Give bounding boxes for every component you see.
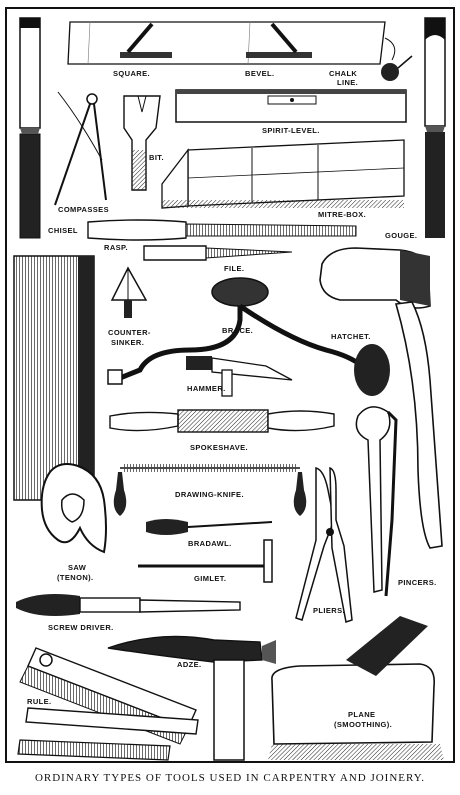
file-illustration <box>143 245 293 261</box>
plane-label-2: (SMOOTHING). <box>334 720 393 729</box>
spirit-level-label: SPIRIT-LEVEL. <box>262 126 320 135</box>
pincers-label: PINCERS. <box>398 578 437 587</box>
brace-illustration <box>107 277 390 396</box>
gouge-illustration <box>424 17 446 238</box>
gouge-label: GOUGE. <box>385 231 418 240</box>
countersinker-label-2: SINKER. <box>111 338 145 347</box>
rule-illustration <box>17 647 199 761</box>
rule-label: RULE. <box>27 697 52 706</box>
hammer-illustration <box>186 356 293 397</box>
file-label: FILE. <box>224 264 245 273</box>
compasses-illustration <box>54 91 107 206</box>
bit-label: BIT. <box>149 153 164 162</box>
plate-caption: ORDINARY TYPES OF TOOLS USED IN CARPENTR… <box>34 772 426 784</box>
gimlet-illustration <box>138 539 273 583</box>
countersinker-label-1: COUNTER- <box>108 328 151 337</box>
countersinker-illustration <box>110 266 148 318</box>
mitre-box-illustration <box>161 139 405 209</box>
plane-illustration <box>268 616 444 760</box>
drawing-knife-label: DRAWING-KNIFE. <box>175 490 244 499</box>
bradawl-label: BRADAWL. <box>188 539 232 548</box>
plane-label-1: PLANE <box>348 710 376 719</box>
screw-driver-label: SCREW DRIVER. <box>48 623 114 632</box>
screw-driver-illustration <box>16 594 241 616</box>
spirit-level-illustration <box>175 89 407 123</box>
compasses-label: COMPASSES <box>58 205 109 214</box>
hammer-label: HAMMER. <box>187 384 226 393</box>
spokeshave-label: SPOKESHAVE. <box>190 443 249 452</box>
chalk-line-label-2: LINE. <box>337 78 359 87</box>
saw-illustration <box>13 255 107 554</box>
chisel-illustration <box>19 17 41 239</box>
rasp-label: RASP. <box>104 243 128 252</box>
square-bevel-board <box>67 21 413 81</box>
adze-illustration <box>107 635 276 761</box>
plate-border <box>5 7 455 763</box>
mitre-box-label: MITRE-BOX. <box>318 210 367 219</box>
brace-label: BRACE. <box>222 326 254 335</box>
drawing-knife-illustration <box>113 464 307 516</box>
bradawl-illustration <box>146 519 273 535</box>
gimlet-label: GIMLET. <box>194 574 227 583</box>
saw-label-1: SAW <box>68 563 87 572</box>
spokeshave-illustration <box>109 409 335 433</box>
adze-label: ADZE. <box>177 660 202 669</box>
pliers-illustration <box>295 466 353 623</box>
chisel-label: CHISEL <box>48 226 78 235</box>
bevel-label: BEVEL. <box>245 69 275 78</box>
hatchet-illustration <box>319 247 443 549</box>
pliers-label: PLIERS. <box>313 606 345 615</box>
rasp-illustration <box>87 219 357 241</box>
square-label: SQUARE. <box>113 69 150 78</box>
saw-label-2: (TENON). <box>57 573 94 582</box>
bit-illustration <box>123 95 161 191</box>
chalk-line-label-1: CHALK <box>329 69 358 78</box>
hatchet-label: HATCHET. <box>331 332 371 341</box>
pincers-illustration <box>355 406 398 597</box>
